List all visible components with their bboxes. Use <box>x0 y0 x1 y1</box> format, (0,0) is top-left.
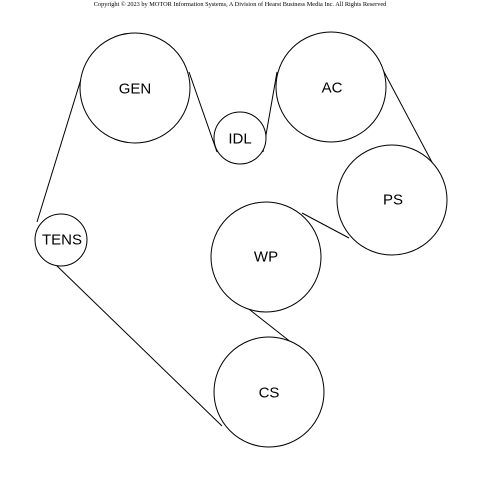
copyright-notice: Copyright © 2023 by MOTOR Information Sy… <box>93 1 387 8</box>
pulley-label-tens: TENS <box>42 232 82 249</box>
pulley-label-cs: CS <box>259 385 280 402</box>
pulley-wp: WP <box>210 201 322 313</box>
pulley-label-idl: IDL <box>228 131 251 148</box>
belt-segment-ac-ps <box>382 69 435 167</box>
pulley-cs: CS <box>213 336 325 448</box>
serpentine-belt <box>36 69 435 427</box>
pulley-label-ps: PS <box>383 192 403 209</box>
pulley-gen: GEN <box>79 32 191 144</box>
pulley-idl: IDL <box>213 111 267 165</box>
pulley-ps: PS <box>336 144 448 256</box>
belt-segment-wp-cs <box>244 305 293 344</box>
pulley-label-ac: AC <box>322 80 343 97</box>
belt-segment-ps-wp <box>301 212 350 239</box>
belt-segment-tens-gen <box>36 78 82 223</box>
belt-segment-cs-tens <box>54 263 223 427</box>
pulley-ac: AC <box>275 31 387 143</box>
belt-segment-gen-idl <box>188 71 218 153</box>
pulley-label-gen: GEN <box>119 81 152 98</box>
pulley-label-wp: WP <box>254 249 278 266</box>
pulley-tens: TENS <box>34 213 88 267</box>
